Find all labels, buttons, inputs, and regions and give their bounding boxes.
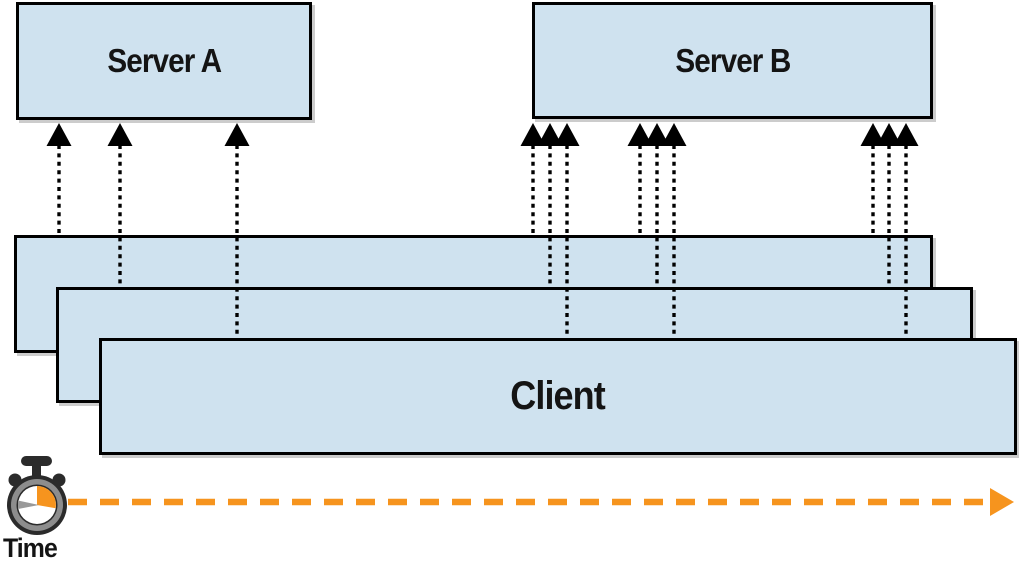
request-arrow-to-server-b-from-client-1 <box>520 123 546 236</box>
time-axis-arrowhead <box>990 488 1014 516</box>
request-arrow-to-server-b-from-client-1 <box>860 123 886 236</box>
request-arrowhead <box>520 123 546 146</box>
stopwatch-hand <box>18 500 39 509</box>
request-arrowhead <box>876 123 902 146</box>
request-arrow-to-server-b-from-client-1 <box>627 123 653 236</box>
client-label: Client <box>510 374 607 418</box>
stopwatch-elapsed-wedge <box>37 486 56 509</box>
request-arrowhead <box>46 123 72 146</box>
client-replica-3-box: Client <box>99 338 1017 455</box>
request-arrowhead <box>893 123 919 146</box>
time-axis-label: Time <box>3 533 58 563</box>
request-arrowhead <box>107 123 133 146</box>
request-arrowhead <box>224 123 250 146</box>
request-arrowhead <box>644 123 670 146</box>
request-arrowhead <box>554 123 580 146</box>
request-arrowhead <box>661 123 687 146</box>
time-axis-arrow <box>68 488 1014 516</box>
request-arrow-to-server-a-from-client-1 <box>46 123 72 236</box>
server-b-label: Server B <box>674 41 791 79</box>
request-arrowhead <box>627 123 653 146</box>
request-arrowhead <box>860 123 886 146</box>
stopwatch-icon <box>7 456 67 535</box>
request-arrowhead <box>537 123 563 146</box>
server-a-label: Server A <box>107 42 222 79</box>
server-a-box: Server A <box>16 2 312 120</box>
server-b-box: Server B <box>532 2 933 119</box>
